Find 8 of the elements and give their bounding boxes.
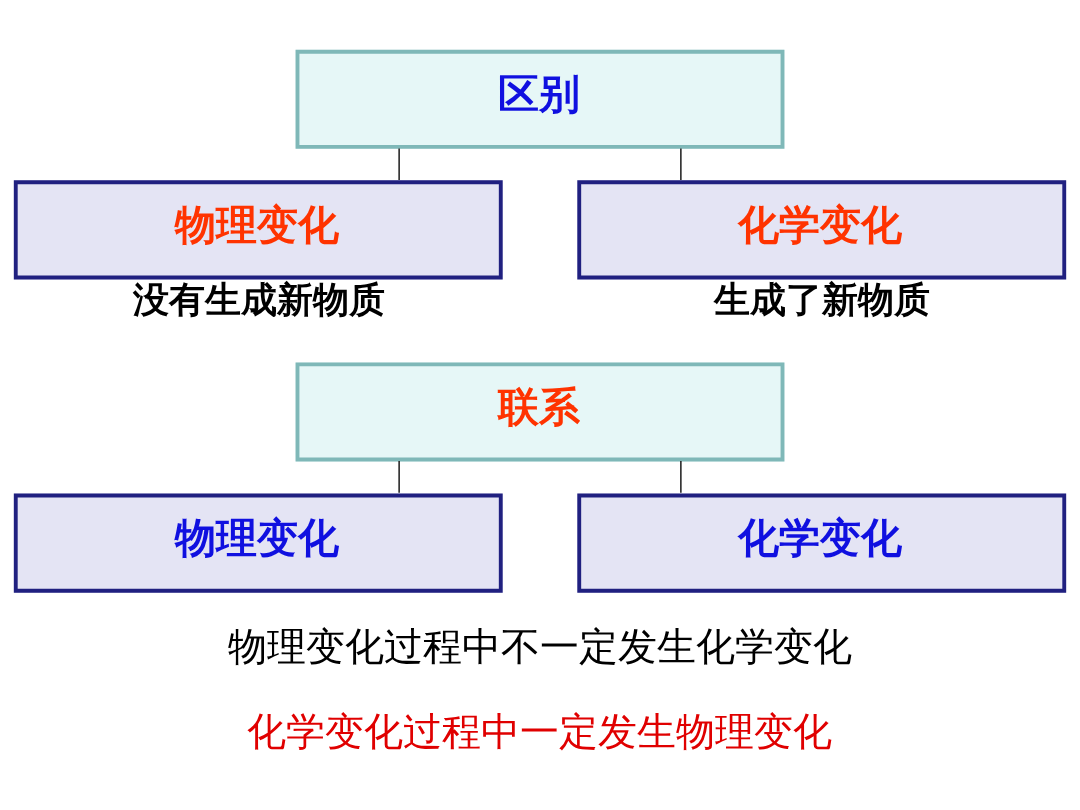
label: 化学变化过程中一定发生物理变化 xyxy=(247,708,833,754)
connector xyxy=(398,459,400,494)
connector xyxy=(680,147,682,181)
node-label: 没有生成新物质 xyxy=(132,278,385,320)
connector xyxy=(680,459,682,494)
connector xyxy=(398,147,400,181)
label: 物理变化过程中不一定发生化学变化 xyxy=(228,623,852,669)
node-label: 生成了新物质 xyxy=(714,278,931,320)
